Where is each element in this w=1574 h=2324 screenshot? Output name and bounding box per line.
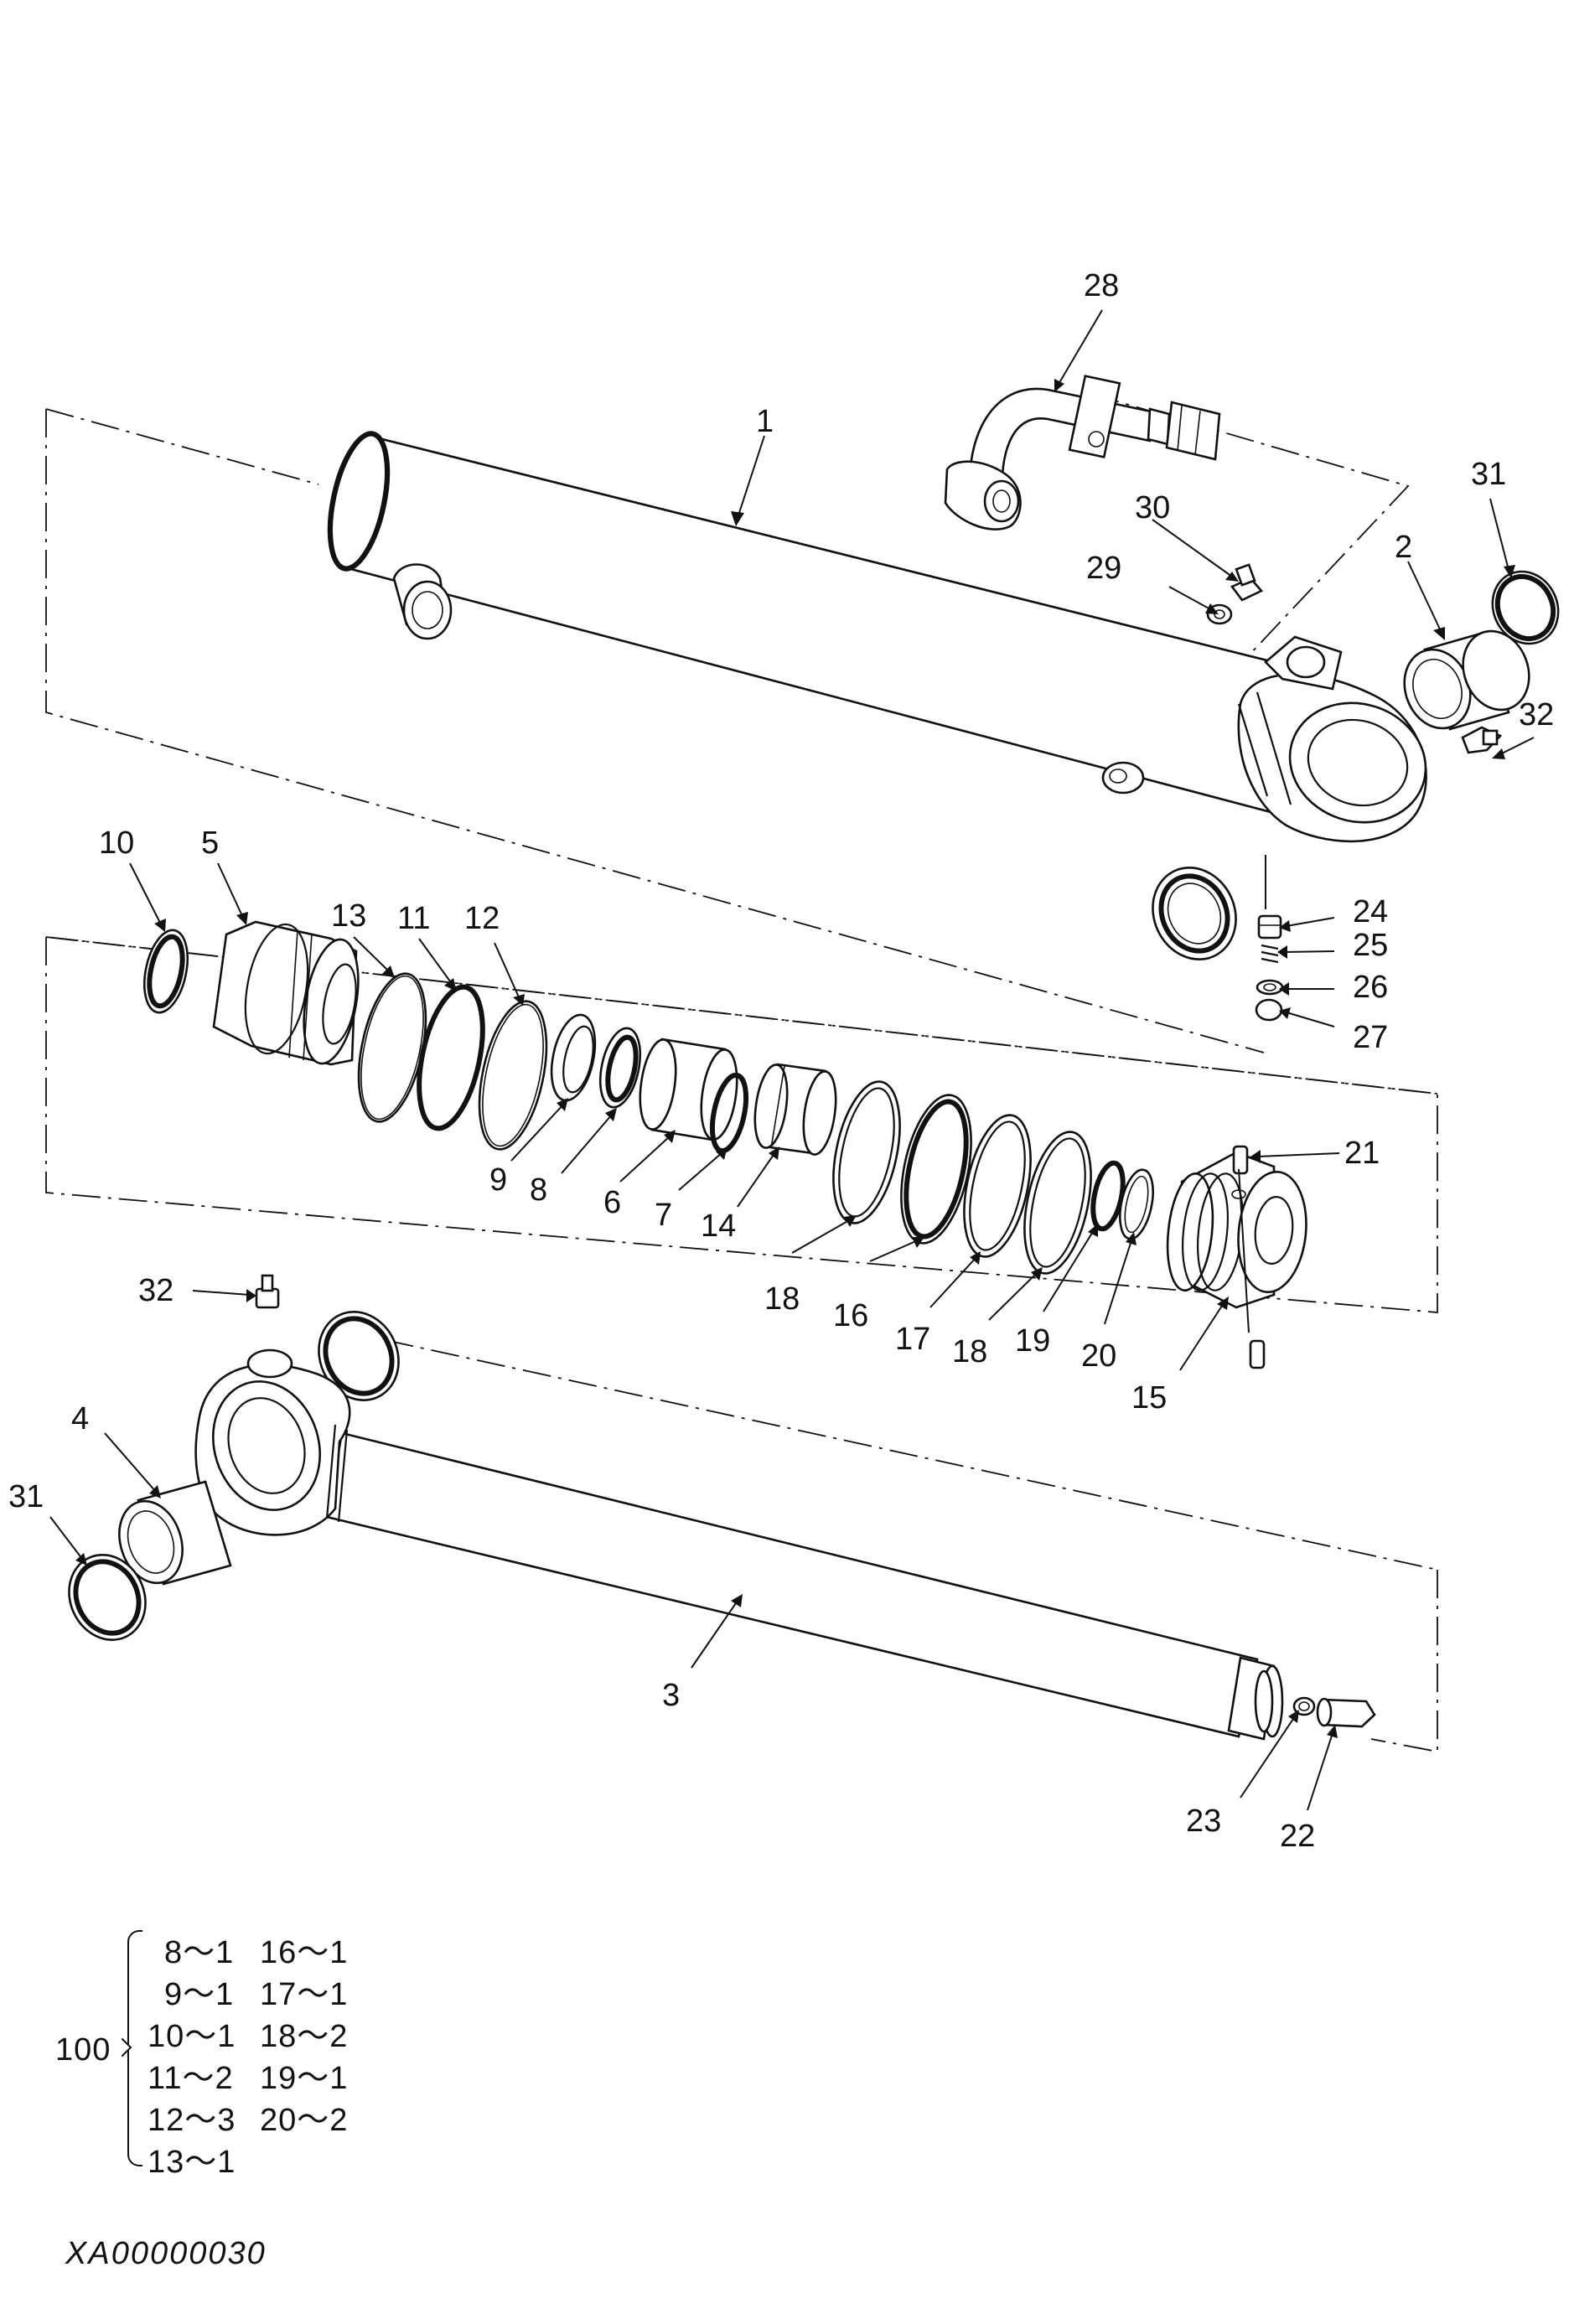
seal-rod-eye (318, 1311, 400, 1401)
callout-18a: 18 (764, 1281, 800, 1317)
callout-17: 17 (895, 1322, 930, 1357)
callout-14: 14 (701, 1209, 736, 1244)
plug-24 (1257, 914, 1282, 939)
kit-entry: 20～2 (260, 2103, 349, 2138)
bushing-6 (639, 1038, 738, 1141)
piston-rod-3 (194, 1348, 1284, 1741)
nut-22 (1316, 1697, 1376, 1728)
kit-entry: 10～1 (148, 2019, 236, 2054)
piston-15 (1166, 1151, 1307, 1309)
callout-labels: 1 28 30 29 2 31 32 24 25 26 27 21 10 5 1… (8, 268, 1554, 1854)
buffer-ring-9 (550, 1013, 597, 1102)
callout-31b: 31 (8, 1479, 44, 1514)
callout-1: 1 (756, 404, 774, 439)
wear-ring-14 (753, 1063, 837, 1156)
backup-ring-12 (478, 1000, 548, 1151)
piston-seal-16 (900, 1094, 972, 1245)
callout-25: 25 (1353, 928, 1388, 963)
callout-22: 22 (1280, 1819, 1315, 1854)
kit-brace (127, 1930, 142, 2166)
callout-27: 27 (1353, 1020, 1388, 1055)
pin-21 (1232, 1145, 1249, 1175)
slide-ring-18a (832, 1080, 901, 1224)
section-outline-middle (45, 936, 1438, 1313)
callout-20: 20 (1081, 1338, 1116, 1374)
callout-5: 5 (201, 826, 219, 861)
callout-30: 30 (1135, 490, 1170, 525)
kit-entry: 8～1 (164, 1935, 235, 1970)
kit-entry: 12～3 (148, 2103, 236, 2138)
callout-31a: 31 (1471, 457, 1506, 492)
callout-7: 7 (655, 1198, 672, 1233)
drawing-code: XA00000030 (65, 2236, 267, 2271)
cylinder-head-5 (212, 920, 360, 1066)
leader-lines (49, 309, 1535, 1811)
fitting-30 (1230, 563, 1264, 602)
pin-21-lower (1249, 1339, 1266, 1369)
o-ring-11 (417, 984, 485, 1131)
slide-ring-18b (1023, 1131, 1092, 1275)
ball-27 (1255, 998, 1283, 1022)
wiper-seal-10 (143, 929, 189, 1014)
washer-26 (1256, 979, 1284, 996)
bushing-2 (1403, 629, 1530, 731)
kit-entry: 19～1 (260, 2061, 349, 2096)
callout-4: 4 (71, 1401, 89, 1436)
callout-12: 12 (464, 901, 500, 936)
callout-6: 6 (603, 1185, 621, 1220)
callout-23: 23 (1186, 1804, 1221, 1839)
kit-entry: 16～1 (260, 1935, 349, 1970)
kit-entry: 17～1 (260, 1977, 349, 2012)
callout-32a: 32 (1519, 697, 1554, 732)
callout-15: 15 (1131, 1380, 1167, 1416)
seal-31-lower (68, 1554, 147, 1641)
backup-ring-17 (963, 1114, 1032, 1258)
callout-8: 8 (530, 1172, 547, 1208)
kit-number: 100 (55, 2032, 111, 2068)
callout-21: 21 (1344, 1136, 1380, 1171)
callout-32b: 32 (138, 1273, 173, 1308)
kit-entry: 13～1 (148, 2145, 236, 2180)
callout-10: 10 (99, 826, 134, 861)
o-ring-19 (1090, 1160, 1126, 1232)
section-outline-lower (339, 1329, 1438, 1753)
callout-13: 13 (331, 898, 366, 934)
kit-entry: 11～2 (148, 2061, 234, 2096)
callout-9: 9 (489, 1162, 507, 1198)
bushing-4 (118, 1480, 232, 1586)
callout-2: 2 (1395, 530, 1412, 565)
callout-18b: 18 (952, 1334, 987, 1369)
kit-entry: 9～1 (164, 1977, 235, 2012)
callout-29: 29 (1086, 551, 1121, 586)
callout-26: 26 (1353, 970, 1388, 1005)
callout-24: 24 (1353, 894, 1388, 929)
cylinder-tube (327, 431, 1427, 843)
rod-seal-8 (598, 1027, 642, 1109)
callout-19: 19 (1015, 1323, 1050, 1359)
callout-28: 28 (1084, 268, 1119, 303)
callout-16: 16 (833, 1298, 868, 1333)
pipe-assembly (944, 375, 1221, 531)
seal-lower-eye (1152, 867, 1237, 960)
grease-nipple-32-lower (255, 1274, 280, 1309)
seal-31-upper (1491, 570, 1560, 645)
grease-nipple-32-upper (1461, 726, 1503, 754)
callout-3: 3 (662, 1678, 680, 1713)
washer-23 (1292, 1696, 1316, 1716)
spring-25 (1261, 944, 1279, 964)
callout-11: 11 (397, 901, 430, 936)
kit-entry: 18～2 (260, 2019, 349, 2054)
